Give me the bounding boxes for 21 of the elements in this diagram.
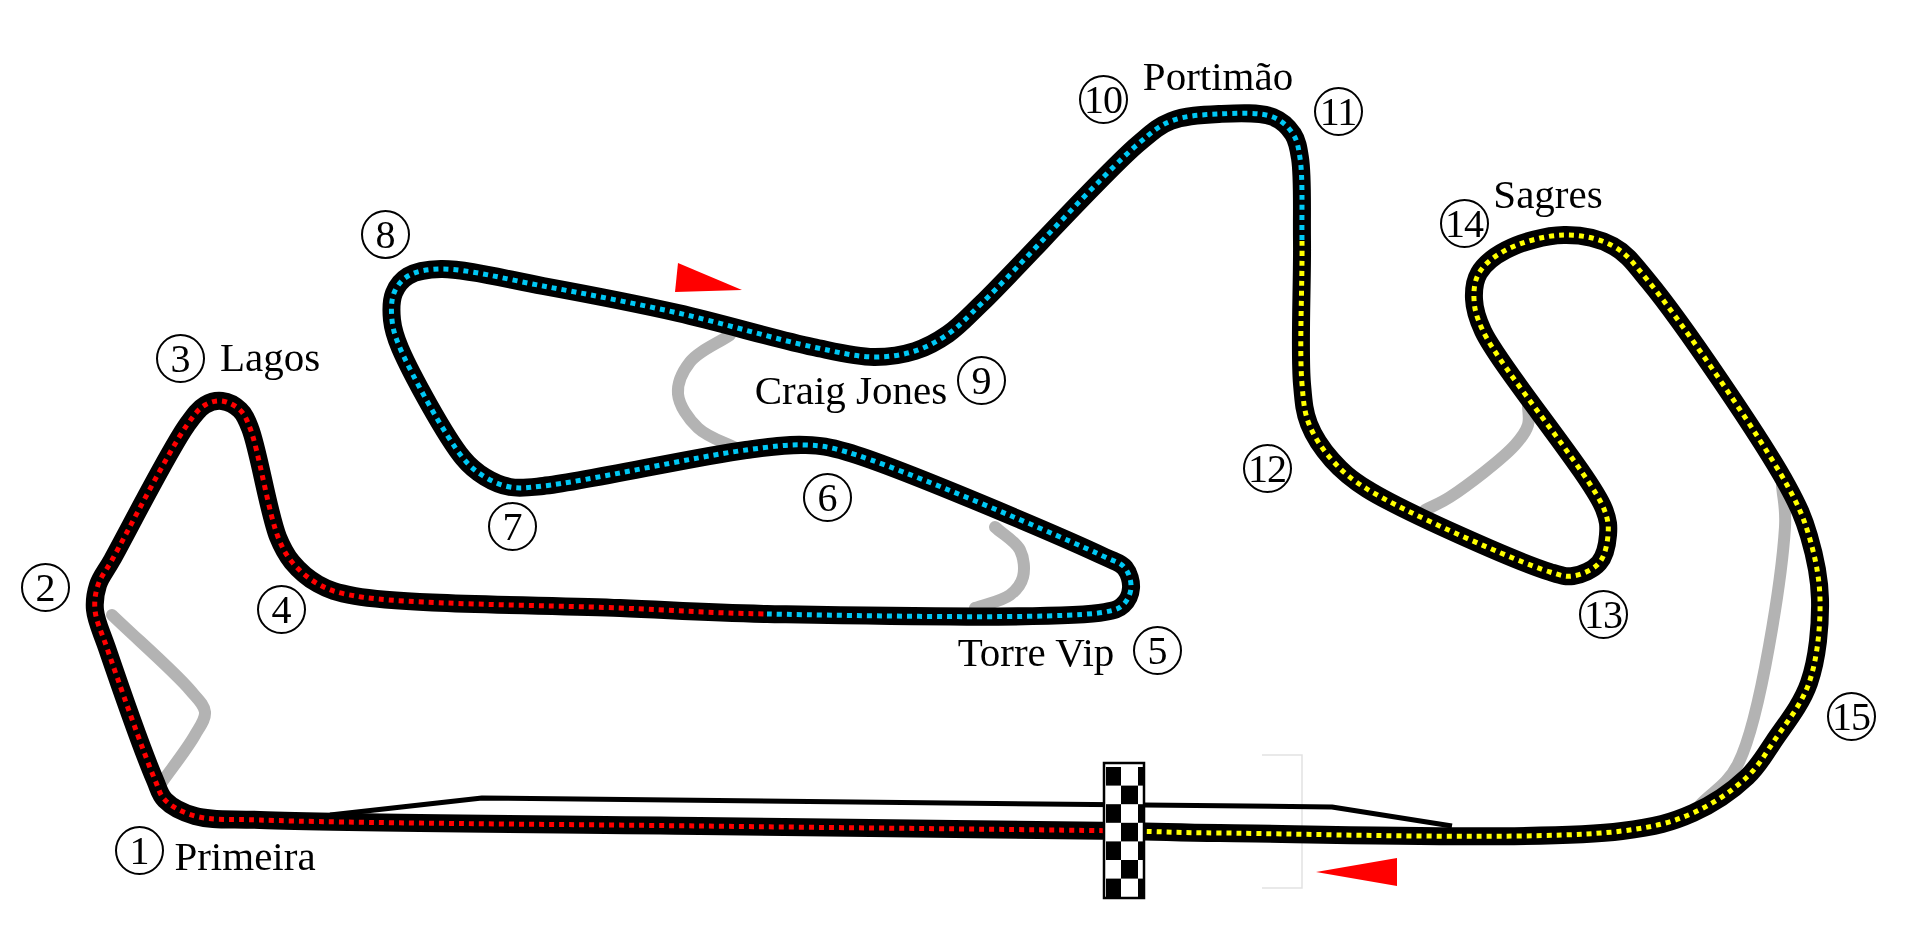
turn-number: 15 (1826, 691, 1876, 741)
turn-number: 12 (1242, 443, 1292, 493)
turn-number: 8 (360, 209, 410, 259)
turn-number: 11 (1313, 86, 1363, 136)
turn-number: 9 (956, 355, 1006, 405)
turn-number: 5 (1132, 625, 1182, 675)
turn-number: 10 (1078, 74, 1128, 124)
turn-number: 4 (256, 584, 306, 634)
turn-number: 6 (802, 472, 852, 522)
turn-number: 14 (1439, 198, 1489, 248)
turn-name: Sagres (1493, 171, 1603, 219)
turn-number: 7 (487, 501, 537, 551)
turn-number: 1 (114, 825, 164, 875)
turn-number: 3 (155, 333, 205, 383)
turn-name: Portimão (1142, 53, 1294, 101)
turn-name: Lagos (219, 334, 321, 382)
turn-name: Torre Vip (957, 629, 1115, 677)
turn-name: Primeira (174, 833, 316, 881)
turn-name: Craig Jones (754, 367, 948, 415)
turn-number: 13 (1578, 589, 1628, 639)
turn-number: 2 (20, 562, 70, 612)
